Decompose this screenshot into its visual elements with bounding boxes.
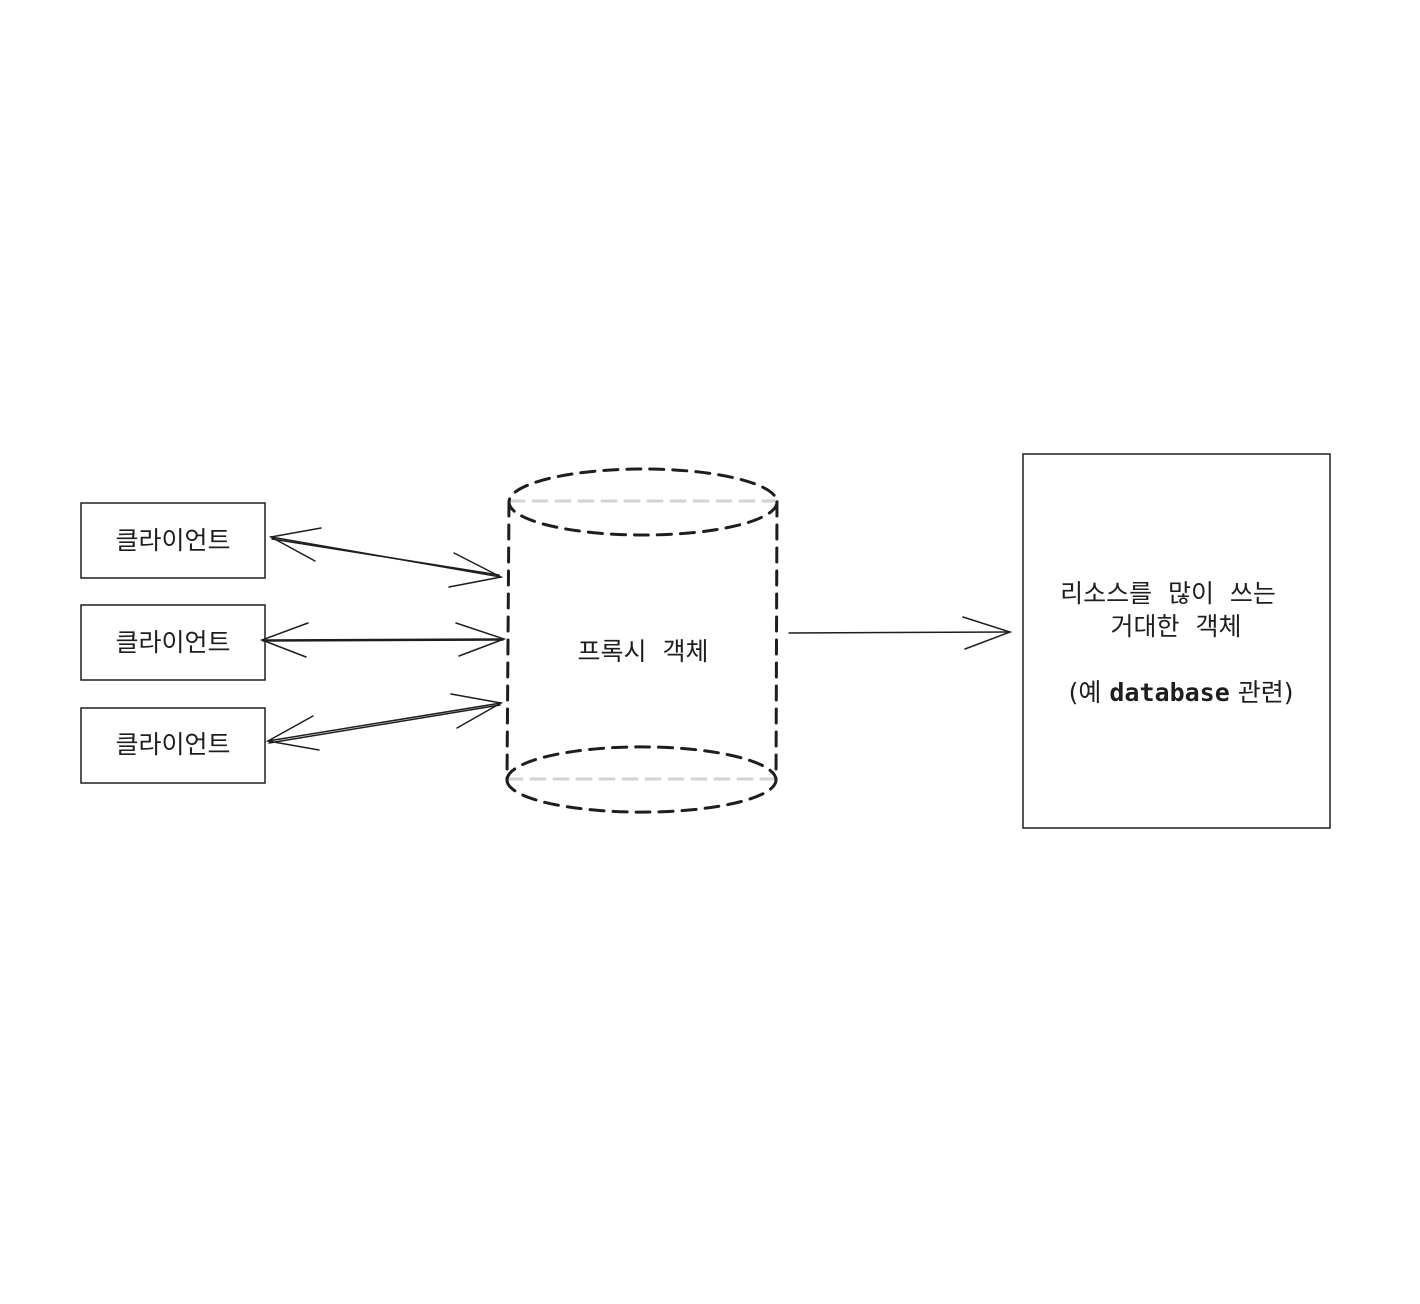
resource-label-prefix: (예	[1069, 678, 1110, 707]
client-label: 클라이언트	[115, 730, 230, 759]
client-proxy-arrow-2	[259, 622, 507, 658]
client-label: 클라이언트	[115, 526, 230, 555]
resource-label-line3: (예 database 관련)	[1033, 678, 1319, 707]
resource-label-line2: 거대한 객체	[1111, 612, 1242, 641]
client-node-1: 클라이언트	[80, 502, 266, 579]
resource-node: 리소스를 많이 쓰는 거대한 객체 (예 database 관련)	[1022, 453, 1331, 829]
proxy-resource-arrow	[788, 616, 1013, 650]
client-proxy-arrow-1	[268, 527, 504, 588]
proxy-cylinder	[505, 467, 780, 814]
client-label: 클라이언트	[115, 628, 230, 657]
client-node-2: 클라이언트	[80, 604, 266, 681]
proxy-label: 프록시 객체	[578, 637, 709, 666]
resource-label-line1: 리소스를 많이 쓰는	[1060, 579, 1276, 608]
resource-label-code: database	[1109, 678, 1229, 707]
client-node-3: 클라이언트	[80, 707, 266, 784]
resource-label-suffix: 관련)	[1230, 678, 1294, 707]
client-proxy-arrow-3	[265, 693, 504, 751]
